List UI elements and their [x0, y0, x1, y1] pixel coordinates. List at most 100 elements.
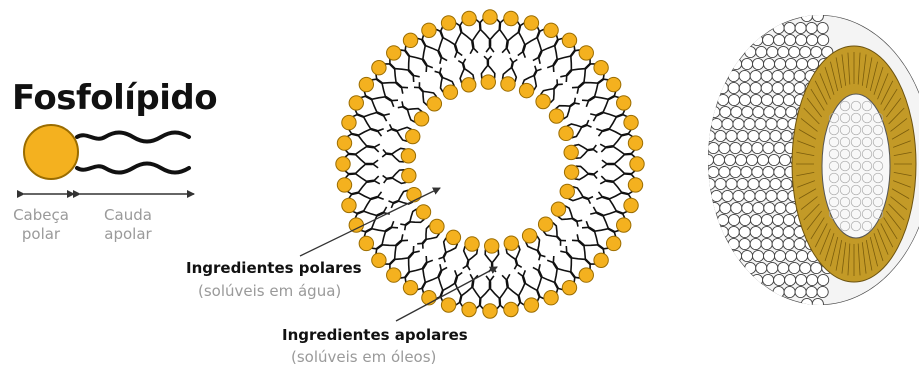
shell-head: [717, 226, 728, 237]
shell-head: [800, 262, 811, 273]
shell-head: [761, 82, 772, 93]
shell-head: [785, 250, 796, 261]
shell-head: [711, 118, 722, 129]
lipid-head: [551, 202, 565, 216]
shell-head: [766, 118, 777, 129]
lipid-head: [559, 126, 573, 140]
shell-head: [784, 286, 795, 297]
shell-head: [756, 262, 767, 273]
shell-head: [774, 58, 785, 69]
shell-head: [817, 286, 828, 297]
shell-head: [759, 130, 770, 141]
lipid-head: [564, 165, 578, 179]
lipid-head: [504, 302, 518, 316]
shell-head: [789, 46, 800, 57]
lipid-head: [483, 304, 497, 318]
lipid-head: [524, 16, 538, 30]
lipid-head: [403, 280, 417, 294]
shell-head: [763, 142, 774, 153]
lipid-head: [624, 115, 638, 129]
shell-head: [742, 202, 753, 213]
shell-head: [801, 10, 812, 21]
shell-head: [775, 106, 786, 117]
shell-head: [796, 274, 807, 285]
lipid-head: [501, 77, 515, 91]
shell-head: [786, 106, 797, 117]
shell-head: [715, 178, 726, 189]
shell-head: [781, 178, 792, 189]
lipid-head: [422, 23, 436, 37]
shell-head: [774, 142, 785, 153]
shell-head: [783, 214, 794, 225]
shell-head: [717, 214, 728, 225]
shell-head: [774, 34, 785, 45]
lipid-head: [524, 298, 538, 312]
lipid-head: [522, 229, 536, 243]
shell-head: [724, 154, 735, 165]
lipid-head: [387, 268, 401, 282]
polar-head-label-line1: Cabeça: [8, 206, 74, 225]
shell-head: [767, 262, 778, 273]
shell-head: [783, 70, 794, 81]
shell-head: [783, 238, 794, 249]
polar-ingredients-subtitle: (solúveis em água): [198, 282, 341, 300]
lipid-head: [446, 230, 460, 244]
shell-head: [812, 298, 823, 309]
shell-head: [726, 130, 737, 141]
lipid-head: [372, 61, 386, 75]
shell-head: [806, 22, 817, 33]
shell-head: [811, 262, 822, 273]
shell-head: [730, 58, 741, 69]
shell-head: [745, 46, 756, 57]
shell-head: [704, 178, 715, 189]
tail-upper: [77, 133, 189, 142]
shell-head: [764, 106, 775, 117]
shell-head: [785, 58, 796, 69]
lipid-head: [536, 94, 550, 108]
lipid-head: [414, 112, 428, 126]
shell-head: [741, 142, 752, 153]
lipid-head: [628, 136, 642, 150]
shell-head: [730, 250, 741, 261]
shell-head: [733, 118, 744, 129]
shell-head: [753, 202, 764, 213]
lipid-head: [430, 219, 444, 233]
shell-head: [770, 130, 781, 141]
shell-head: [746, 154, 757, 165]
shell-head: [753, 106, 764, 117]
lipid-head: [359, 236, 373, 250]
shell-head: [773, 286, 784, 297]
shell-head: [715, 130, 726, 141]
shell-head: [807, 274, 818, 285]
lipid-head: [403, 33, 417, 47]
shell-head: [795, 22, 806, 33]
polar-head-label: Cabeça polar: [8, 206, 74, 244]
shell-head: [720, 202, 731, 213]
inner-core: [822, 94, 890, 238]
lipid-head: [337, 178, 351, 192]
lipid-head: [402, 168, 416, 182]
shell-head: [807, 34, 818, 45]
lipid-head: [624, 198, 638, 212]
lipid-head: [349, 96, 363, 110]
lipid-head: [544, 23, 558, 37]
shell-head: [748, 178, 759, 189]
shell-head: [763, 166, 774, 177]
shell-head: [774, 274, 785, 285]
shell-head: [735, 154, 746, 165]
lipid-head: [579, 46, 593, 60]
lipid-head: [504, 236, 518, 250]
inner-lipid-layer: [382, 56, 598, 272]
shell-head: [752, 34, 763, 45]
shell-head: [728, 70, 739, 81]
shell-head: [730, 166, 741, 177]
lipid-head: [462, 11, 476, 25]
lipid-head: [579, 268, 593, 282]
shell-head: [713, 154, 724, 165]
shell-head: [704, 130, 715, 141]
lipid-head: [519, 83, 533, 97]
shell-head: [744, 118, 755, 129]
shell-head: [750, 82, 761, 93]
shell-head: [728, 214, 739, 225]
shell-head: [818, 34, 829, 45]
